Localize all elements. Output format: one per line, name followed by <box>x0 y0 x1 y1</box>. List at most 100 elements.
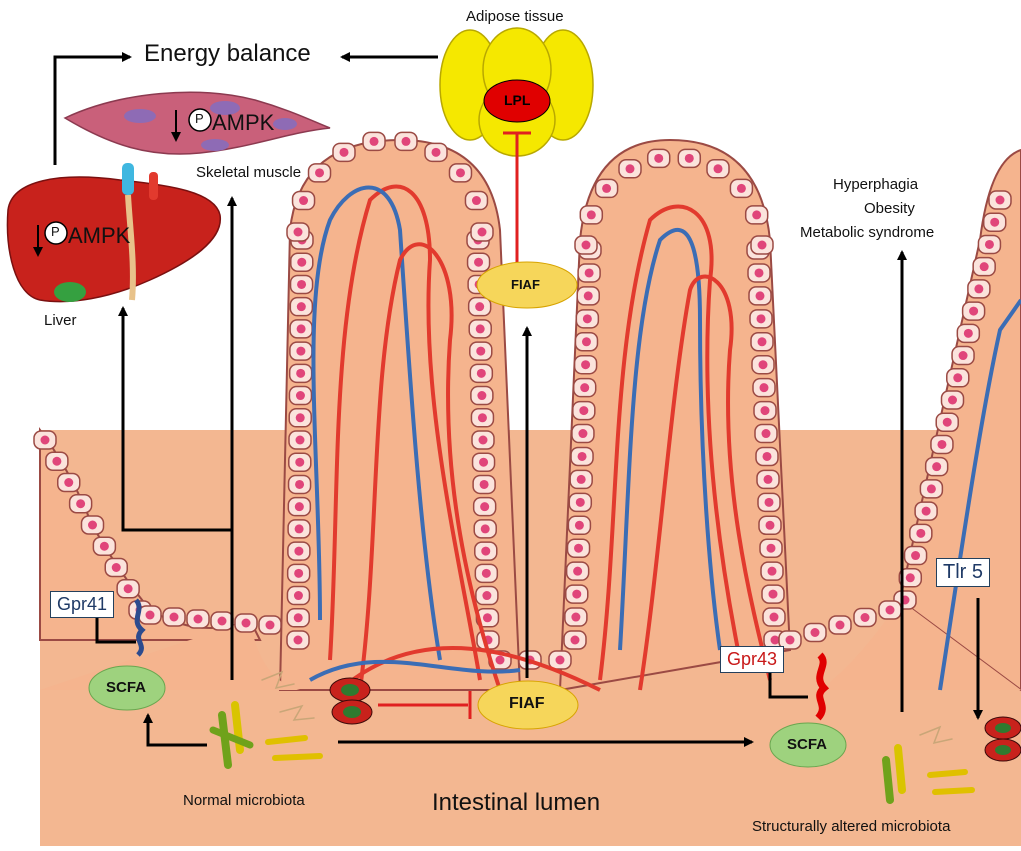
cell-nucleus <box>996 196 1005 205</box>
adipose-tissue-label: Adipose tissue <box>466 8 564 25</box>
intestinal-lumen-label: Intestinal lumen <box>432 789 600 817</box>
cell-nucleus <box>370 137 379 146</box>
gallbladder-icon <box>54 282 86 302</box>
cell-nucleus <box>577 475 586 484</box>
cell-nucleus <box>932 462 941 471</box>
cell-nucleus <box>580 383 589 392</box>
cell-nucleus <box>943 418 952 427</box>
cell-nucleus <box>886 606 895 615</box>
cell-nucleus <box>146 611 155 620</box>
cell-nucleus <box>472 196 481 205</box>
cell-nucleus <box>760 383 769 392</box>
cell-nucleus <box>969 307 978 316</box>
obesity-label: Obesity <box>864 200 915 217</box>
cell-nucleus <box>571 636 580 645</box>
cell-nucleus <box>496 656 505 665</box>
cell-nucleus <box>296 391 305 400</box>
cell-nucleus <box>759 360 768 369</box>
ampk-muscle-label: AMPK <box>212 110 274 136</box>
cell-nucleus <box>315 168 324 177</box>
cell-nucleus <box>582 337 591 346</box>
cell-nucleus <box>756 291 765 300</box>
cell-nucleus <box>757 314 766 323</box>
cell-nucleus <box>985 240 994 249</box>
cell-nucleus <box>575 521 584 530</box>
cell-nucleus <box>755 268 764 277</box>
cell-nucleus <box>478 228 487 237</box>
cell-nucleus <box>572 590 581 599</box>
lpl-label: LPL <box>504 92 530 108</box>
fiaf-bottom-label: FIAF <box>509 695 545 713</box>
cell-nucleus <box>786 636 795 645</box>
cell-nucleus <box>100 542 109 551</box>
cell-nucleus <box>299 196 308 205</box>
scfa-right-label: SCFA <box>787 736 827 753</box>
scfa-left-label: SCFA <box>106 679 146 696</box>
cell-nucleus <box>990 218 999 227</box>
cell-nucleus <box>476 347 485 356</box>
cell-nucleus <box>296 413 305 422</box>
muscle-nucleus <box>124 109 156 123</box>
cell-nucleus <box>582 241 591 250</box>
cell-nucleus <box>573 567 582 576</box>
cell-nucleus <box>64 478 73 487</box>
cell-nucleus <box>685 154 694 163</box>
cell-nucleus <box>297 280 306 289</box>
cell-nucleus <box>769 590 778 599</box>
cell-nucleus <box>836 621 845 630</box>
cell-nucleus <box>294 569 303 578</box>
liver-label: Liver <box>44 312 77 329</box>
energy-balance-label: Energy balance <box>144 40 311 68</box>
cell-nucleus <box>480 480 489 489</box>
cell-nucleus <box>737 184 746 193</box>
cell-nucleus <box>578 429 587 438</box>
cell-nucleus <box>295 458 304 467</box>
cell-nucleus <box>556 656 565 665</box>
cell-nucleus <box>88 521 97 530</box>
cell-nucleus <box>297 258 306 267</box>
liver-vessel-blue <box>122 163 134 195</box>
cell-nucleus <box>578 452 587 461</box>
cell-nucleus <box>771 636 780 645</box>
cell-nucleus <box>948 396 957 405</box>
phospho-label: P <box>51 224 60 239</box>
cell-nucleus <box>764 475 773 484</box>
cell-nucleus <box>478 413 487 422</box>
muscle-nucleus <box>273 118 297 130</box>
cell-nucleus <box>758 337 767 346</box>
cell-nucleus <box>297 302 306 311</box>
cell-nucleus <box>296 369 305 378</box>
cell-nucleus <box>762 429 771 438</box>
gpr41-box: Gpr41 <box>50 591 114 618</box>
cell-nucleus <box>294 228 303 237</box>
cell-nucleus <box>811 628 820 637</box>
cell-nucleus <box>584 291 593 300</box>
cell-nucleus <box>474 258 483 267</box>
skeletal-muscle-label: Skeletal muscle <box>196 164 301 181</box>
cell-nucleus <box>911 551 920 560</box>
cell-nucleus <box>587 210 596 219</box>
cell-nucleus <box>477 369 486 378</box>
cell-nucleus <box>974 284 983 293</box>
cell-nucleus <box>456 168 465 177</box>
cell-nucleus <box>481 547 490 556</box>
cell-nucleus <box>758 241 767 250</box>
cell-nucleus <box>906 573 915 582</box>
cell-nucleus <box>41 436 50 445</box>
cell-nucleus <box>585 268 594 277</box>
cell-nucleus <box>296 436 305 445</box>
cell-nucleus <box>476 324 485 333</box>
cell-nucleus <box>581 360 590 369</box>
cell-nucleus <box>294 547 303 556</box>
cell-nucleus <box>576 498 585 507</box>
cell-nucleus <box>76 499 85 508</box>
fiaf-top-label: FIAF <box>511 277 540 292</box>
cell-nucleus <box>194 615 203 624</box>
cell-nucleus <box>937 440 946 449</box>
cell-nucleus <box>242 619 251 628</box>
cell-nucleus <box>861 613 870 622</box>
cell-nucleus <box>340 148 349 157</box>
cell-nucleus <box>571 613 580 622</box>
